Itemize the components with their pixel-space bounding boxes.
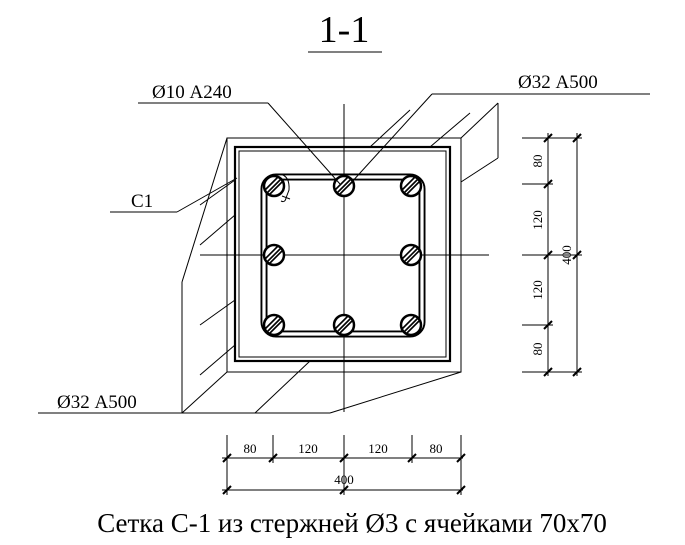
rebar-bottom-middle [332, 313, 356, 337]
caption: Сетка С-1 из стержней Ø3 с ячейками 70х7… [97, 508, 607, 538]
dim-v-1: 80 [530, 155, 545, 168]
dim-v-2: 120 [530, 210, 545, 230]
rebar-middle-right [399, 243, 423, 267]
rebar-top-left [262, 174, 286, 198]
label-mesh: С1 [131, 191, 153, 212]
leader-stirrup [138, 102, 341, 185]
mesh-contour [238, 150, 447, 358]
stirrup-hook-end [281, 195, 291, 200]
dim-v-total: 400 [559, 245, 574, 265]
rebar-top-right [399, 174, 423, 198]
rebar-top-middle [332, 174, 356, 198]
dim-v-3: 120 [530, 280, 545, 300]
column-section [233, 145, 452, 363]
dim-h-1: 80 [244, 441, 257, 456]
section-title: 1-1 [319, 9, 370, 51]
label-stirrup: Ø10 А240 [152, 82, 232, 103]
rebar-middle-left [262, 243, 286, 267]
label-top-rebar: Ø32 А500 [518, 72, 598, 93]
rebar-bottom-left [262, 313, 286, 337]
dim-v-4: 80 [530, 343, 545, 356]
dim-h-total: 400 [334, 472, 354, 487]
dim-h-3: 120 [368, 441, 388, 456]
leader-top-rebar [349, 93, 650, 185]
dim-h-2: 120 [298, 441, 318, 456]
rebar-bottom-right [399, 313, 423, 337]
leader-mesh [110, 177, 238, 213]
perspective-lines [181, 102, 499, 414]
dim-h-4: 80 [430, 441, 443, 456]
horizontal-dimensions [222, 435, 466, 495]
label-bottom-rebar: Ø32 А500 [57, 392, 137, 413]
vertical-dimensions [522, 133, 582, 377]
